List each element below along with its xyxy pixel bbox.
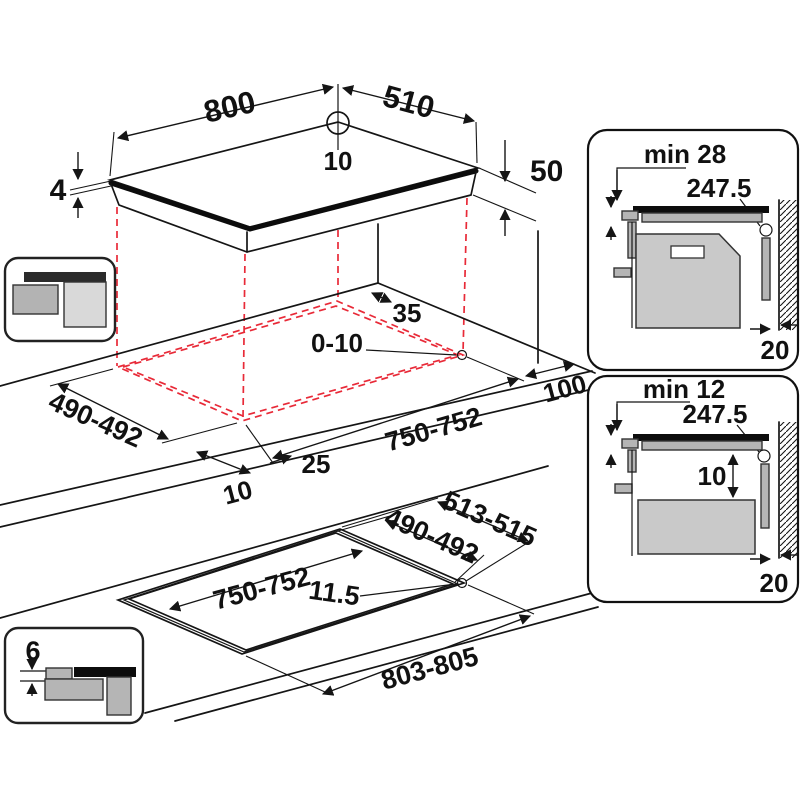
clearance-panel-shelf: min 12 247.5 10 20: [586, 374, 800, 604]
dim-flush-inner-length: 750-752: [210, 561, 313, 616]
clearance-panel-oven: min 28 247.5 20: [586, 128, 800, 372]
dim-flush-depth: 6: [25, 636, 40, 666]
dim-body-height: 50: [530, 155, 563, 188]
dim-body-height-group: 50: [472, 140, 563, 236]
dim-edge-gap: 10: [220, 474, 256, 510]
cable-point-icon-b: [757, 449, 771, 463]
dim-glass-thickness: 4: [50, 174, 67, 207]
dim-cut-width: 490-492: [44, 386, 147, 454]
oven-body: [635, 233, 741, 329]
dim-front-gap: 25: [302, 449, 331, 479]
label-cable-247-b: 247.5: [682, 399, 747, 429]
dim-hob-width: 800: [200, 84, 258, 130]
step-mark-icon: [456, 577, 468, 589]
shelf-body: [637, 499, 756, 555]
dim-hole-offset: 10: [324, 146, 353, 176]
projection-lines: [116, 197, 468, 420]
label-cable-247: 247.5: [686, 173, 751, 203]
flush-mount-icon: 6: [3, 626, 145, 725]
label-min-12: min 12: [643, 374, 725, 404]
dim-back-gap: 35: [393, 298, 422, 328]
label-wall-gap-20: 20: [761, 335, 790, 365]
hob-glass-top: [106, 121, 482, 228]
hob-glass-edge: [108, 168, 479, 232]
surface-mount-icon: [3, 256, 117, 343]
label-min-28: min 28: [644, 139, 726, 169]
wall-hatch-b: [780, 422, 798, 558]
oven-vent: [670, 245, 705, 259]
cable-point-icon: [759, 223, 773, 237]
wall-hatch: [780, 200, 798, 330]
hole-mark-icon: [456, 349, 468, 361]
dim-hole-range: 0-10: [311, 328, 363, 358]
hob-body: [110, 171, 477, 253]
dim-flush-outer-length: 803-805: [378, 641, 481, 696]
dim-flush-step: 11.5: [307, 575, 362, 612]
dim-glass-thickness-group: 4: [50, 152, 112, 218]
dim-side-gap: 100: [540, 368, 590, 408]
dim-cut-length: 750-752: [382, 401, 486, 457]
label-wall-gap-20-b: 20: [760, 568, 789, 598]
label-shelf-gap-10: 10: [698, 461, 727, 491]
dim-hob-depth: 510: [379, 78, 438, 125]
